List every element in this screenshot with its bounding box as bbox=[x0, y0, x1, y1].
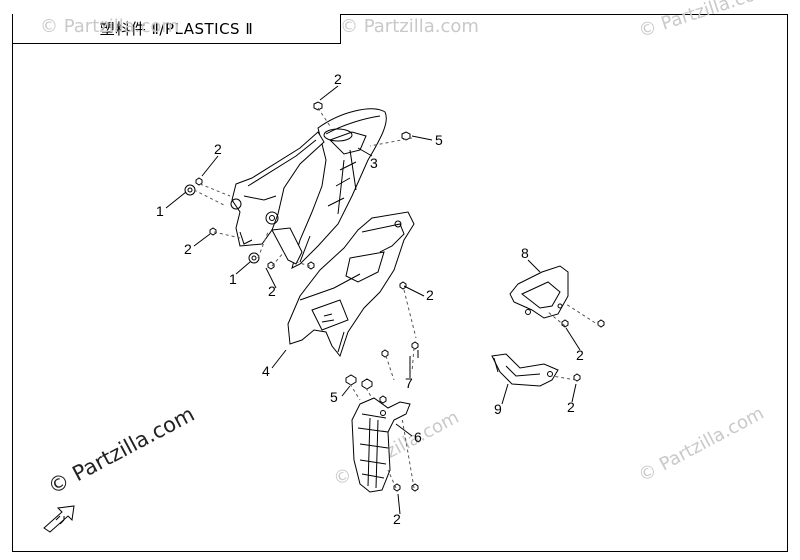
part-8-cover bbox=[509, 265, 569, 319]
callout-5: 5 bbox=[330, 389, 338, 405]
callout-2: 2 bbox=[426, 287, 434, 303]
screw-markers bbox=[195, 101, 605, 492]
watermark-faint: © Partzilla.com bbox=[40, 16, 179, 37]
leader-lines bbox=[165, 85, 581, 515]
fwd-arrow-icon bbox=[43, 505, 75, 533]
callout-6: 6 bbox=[414, 429, 422, 445]
watermark-faint: © Partzilla.com bbox=[340, 16, 479, 37]
callouts: 2 5 3 2 1 2 1 2 2 4 7 5 6 2 8 2 9 2 bbox=[156, 71, 584, 527]
drawing-frame bbox=[12, 14, 788, 552]
callout-8: 8 bbox=[521, 245, 529, 261]
callout-1: 1 bbox=[156, 203, 164, 219]
callout-2: 2 bbox=[567, 399, 575, 415]
part-1-grommet-upper bbox=[184, 184, 196, 196]
callout-2: 2 bbox=[184, 241, 192, 257]
part-3-rear-fender bbox=[291, 108, 387, 269]
assembly-lines bbox=[193, 107, 601, 489]
title-block: 塑料件 Ⅱ/PLASTICS Ⅱ bbox=[12, 14, 341, 44]
callout-3: 3 bbox=[370, 155, 378, 171]
callout-2: 2 bbox=[268, 283, 276, 299]
callout-2: 2 bbox=[334, 71, 342, 87]
callout-2: 2 bbox=[393, 511, 401, 527]
part-1-grommet-lower bbox=[248, 252, 260, 264]
diagram-title: 塑料件 Ⅱ/PLASTICS Ⅱ bbox=[99, 20, 254, 38]
part-4-inner-fender bbox=[287, 211, 415, 358]
callout-4: 4 bbox=[262, 363, 270, 379]
callout-1: 1 bbox=[229, 271, 237, 287]
part-3-side-rail bbox=[230, 131, 325, 265]
callout-9: 9 bbox=[494, 401, 502, 417]
callout-7: 7 bbox=[405, 375, 413, 391]
part-6-mud-flap bbox=[351, 397, 411, 493]
callout-2: 2 bbox=[576, 347, 584, 363]
callout-2: 2 bbox=[214, 141, 222, 157]
callout-5: 5 bbox=[435, 132, 443, 148]
part-9-bracket bbox=[491, 353, 559, 387]
